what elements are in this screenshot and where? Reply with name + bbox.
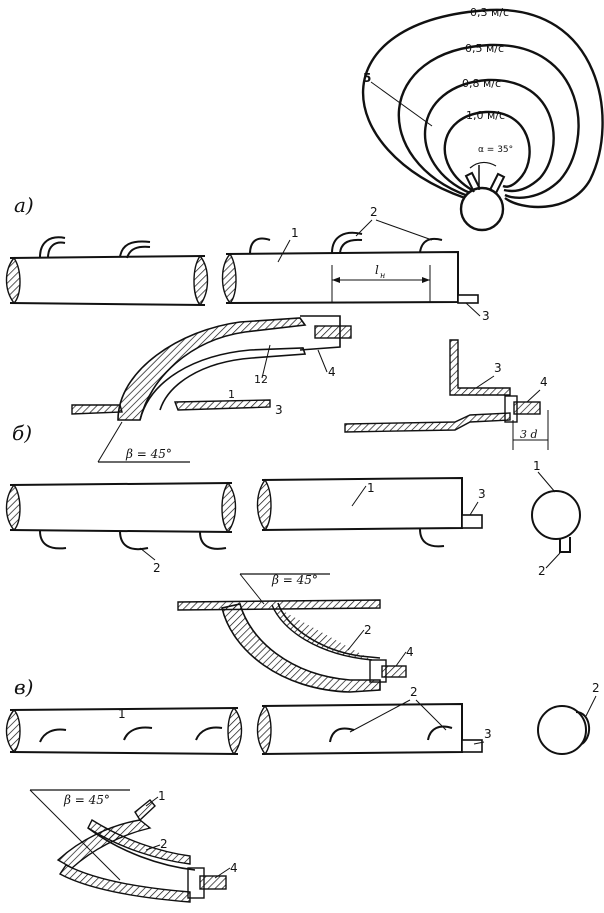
label-0-5: 0,5 м/с (465, 42, 504, 55)
cross-section-b (531, 490, 581, 553)
callout-label: 4 (230, 861, 238, 875)
section-v-label: в) (14, 675, 33, 699)
pipe-b-left (5, 481, 237, 551)
callout-label: 2 (153, 561, 161, 575)
callout-label: 1 (533, 459, 541, 473)
callout-label: 1 (158, 789, 166, 803)
callout-label: 3 (484, 727, 492, 741)
callout-label: β = 45° (271, 573, 318, 587)
label-0-8: 0,8 м/с (462, 77, 501, 90)
contour-0-3 (361, 8, 604, 209)
callout-label: 3 (275, 403, 283, 417)
callout-label: 2 (160, 837, 168, 851)
callout-label: 4 (540, 375, 548, 389)
label-alpha: α = 35° (478, 145, 513, 155)
callout-label: 3 (478, 487, 486, 501)
section-a-label: а) (14, 193, 34, 217)
callout-label: β = 45° (63, 793, 110, 807)
nozzle-right (489, 172, 506, 194)
nozzle-detail-b-left (71, 315, 352, 463)
nozzle-left (464, 171, 481, 193)
label-1-0: 1,0 м/с (466, 109, 505, 122)
callout-label: н (380, 271, 385, 280)
callout-label: 4 (406, 645, 414, 659)
pipe-circle (459, 186, 505, 232)
callout-label: β = 45° (125, 447, 172, 461)
callout-label: 2 (370, 205, 378, 219)
pipe-cross-section (459, 161, 506, 232)
callout-label: 2 (410, 685, 418, 699)
velocity-contours (361, 8, 604, 209)
callout-label: 12 (254, 373, 268, 386)
pipe-b-right (256, 476, 483, 548)
callout-label: 4 (328, 365, 336, 379)
section-b-label: б) (12, 421, 32, 445)
callout-label: 1 (228, 388, 235, 401)
nozzle-detail-bottom (29, 789, 227, 903)
callout-label: 1 (291, 226, 299, 240)
nozzle-detail-b-right (344, 339, 549, 450)
contour-0-8 (423, 78, 555, 195)
callout-label: 2 (364, 623, 372, 637)
label-5: 5 (363, 71, 371, 85)
callout-label: 3 (482, 309, 490, 323)
callout-label: 1 (367, 481, 375, 495)
pipe-a-left (5, 236, 209, 307)
callout-label: 1 (118, 707, 126, 721)
pipe-v-right (256, 702, 483, 756)
callout-label: l (375, 263, 379, 277)
label-0-3: 0,3 м/с (470, 6, 509, 19)
nozzle-detail-v (177, 573, 407, 693)
contour-1-0 (443, 110, 531, 192)
contour-0-5 (397, 43, 580, 199)
callout-label: 3 d (520, 428, 538, 441)
cross-section-v (537, 705, 591, 755)
callout-label: 2 (592, 681, 600, 695)
callout-label: 2 (538, 564, 546, 578)
pipe-v-left (5, 706, 243, 756)
pipe-a-right (221, 231, 479, 305)
callout-label: 3 (494, 361, 502, 375)
